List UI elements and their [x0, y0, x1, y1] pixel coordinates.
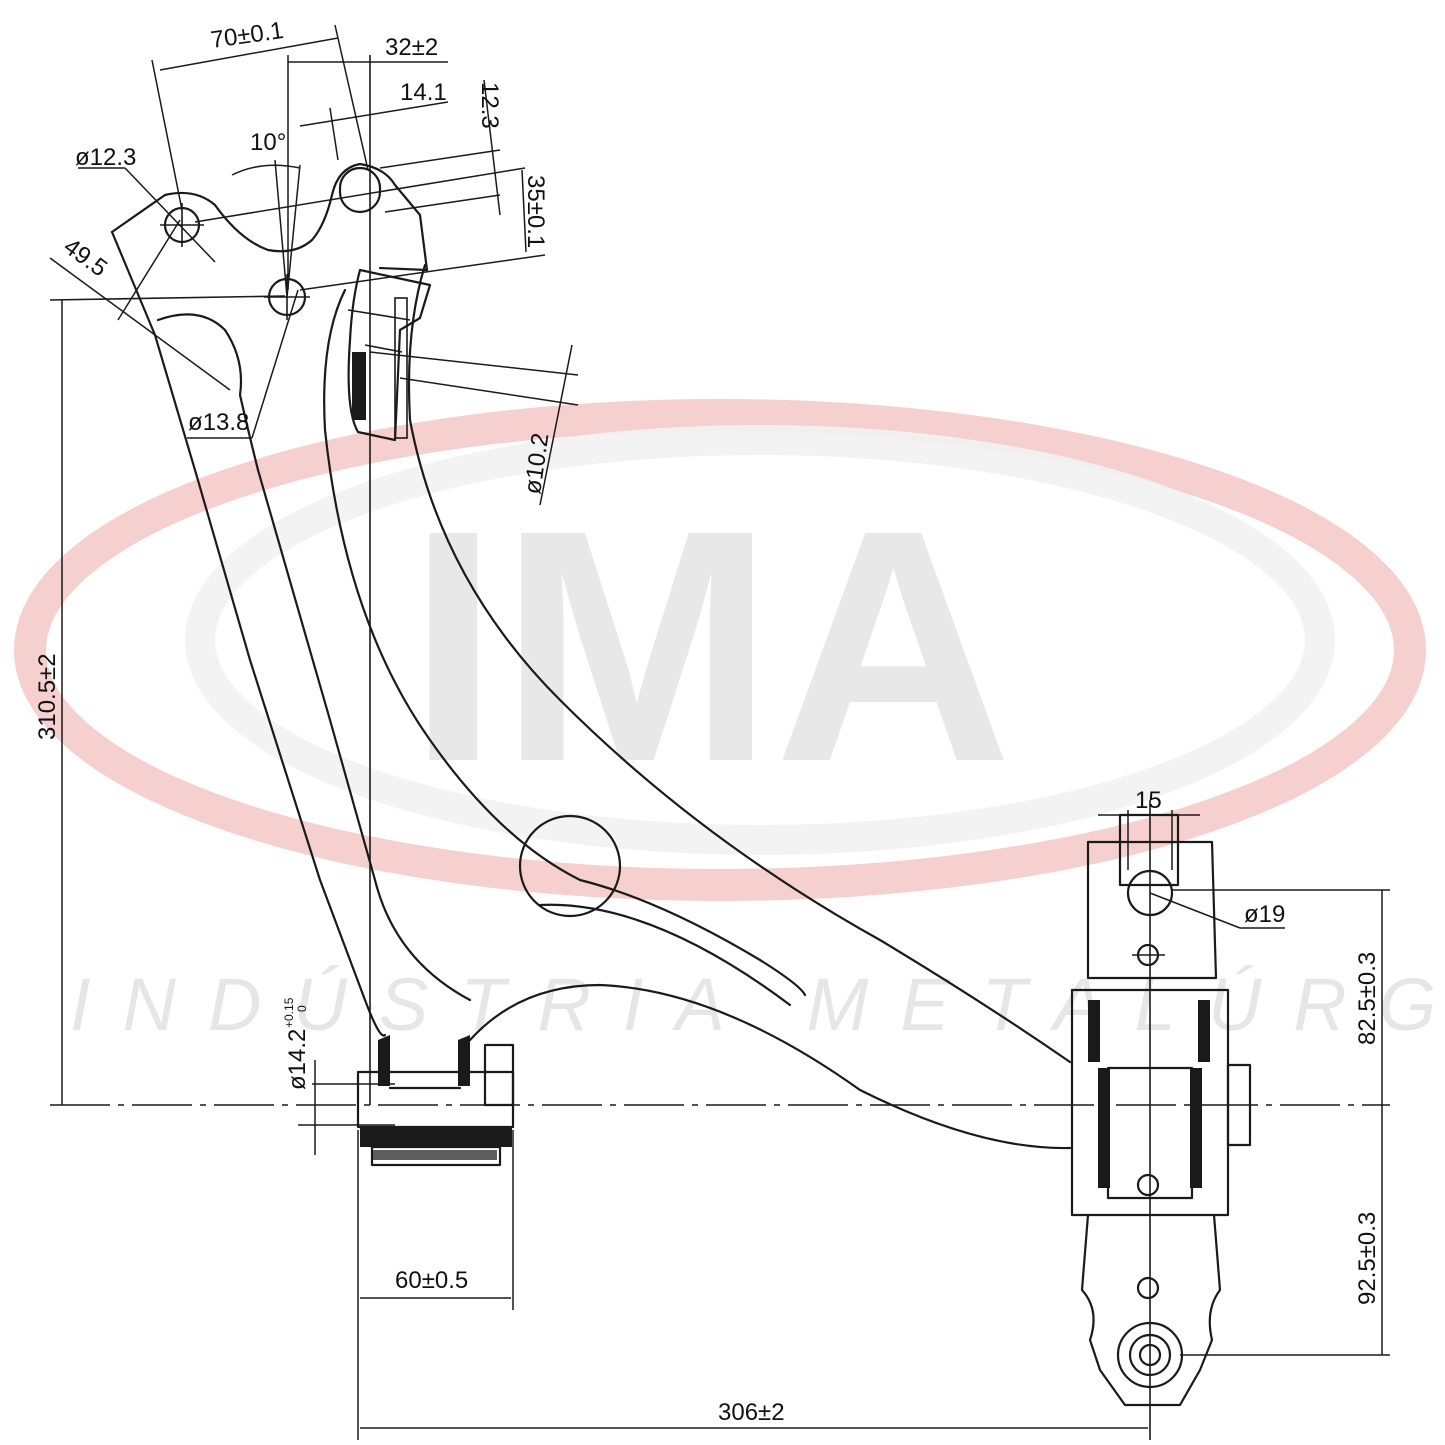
dim-tol-plus: +0.15: [282, 997, 296, 1028]
dim-49-5: 49.5: [58, 233, 112, 282]
dim-60: 60±0.5: [395, 1267, 468, 1294]
dim-310-5: 310.5±2: [34, 653, 61, 740]
dim-15: 15: [1135, 787, 1162, 814]
dim-tol-zero: 0: [295, 1005, 309, 1012]
dim-dia-12-3: ø12.3: [75, 144, 136, 171]
center-lines: [49, 55, 1390, 1106]
dim-70: 70±0.1: [209, 17, 285, 54]
watermark-tagline: INDÚSTRIA METALÚRGICA ALL: [70, 963, 1445, 1046]
control-arm-outline: [110, 162, 1072, 1150]
dim-92-5: 92.5±0.3: [1354, 1212, 1381, 1305]
dim-35: 35±0.1: [522, 175, 549, 248]
watermark-ima-text: IMA: [408, 461, 1013, 830]
dim-12-3: 12.3: [476, 82, 503, 129]
watermark-logo: IMA INDÚSTRIA METALÚRGICA ALL: [14, 399, 1445, 1046]
dim-10-deg: 10°: [250, 129, 286, 156]
dim-306: 306±2: [718, 1399, 785, 1426]
rear-bushing: [356, 1035, 515, 1167]
front-bushing-assembly: [1070, 800, 1252, 1440]
dimension-labels: 70±0.1 32±2 14.1 12.3 35±0.1 10° ø12.3 4…: [34, 17, 1381, 1426]
dimension-lines: [49, 24, 1390, 1440]
upper-mount-holes: [160, 166, 382, 320]
ball-boss: [518, 814, 622, 918]
dim-14-1: 14.1: [400, 79, 447, 106]
dim-dia-19: ø19: [1244, 901, 1285, 928]
watermark-ring: [14, 399, 1426, 901]
dim-dia-14-2: ø14.2: [284, 1029, 311, 1090]
dim-82-5: 82.5±0.3: [1354, 952, 1381, 1045]
upper-bushing: [347, 268, 432, 442]
dim-32: 32±2: [385, 34, 438, 61]
dim-dia-13-8: ø13.8: [188, 409, 249, 436]
